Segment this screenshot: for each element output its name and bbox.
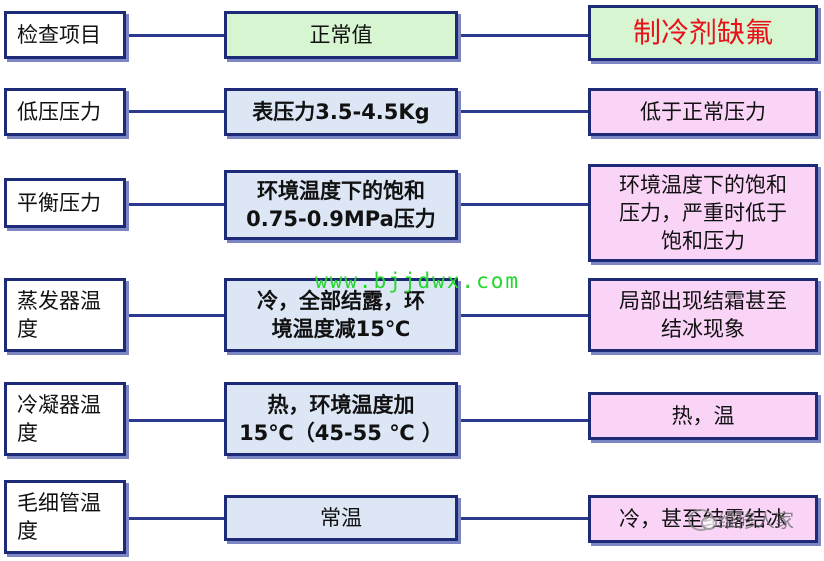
row3-fault-label: 局部出现结霜甚至 结冰现象 (619, 289, 787, 341)
connector-row1-left (126, 110, 224, 113)
row3-normal-label: 冷，全部结露，环 境温度减15℃ (257, 289, 425, 341)
header-normal-label: 正常值 (309, 23, 373, 47)
row1-item-label: 低压压力 (17, 100, 101, 124)
row4-item-box: 冷凝器温 度 (4, 382, 126, 456)
row2-normal-box: 环境温度下的饱和 0.75-0.9MPa压力 (224, 170, 458, 240)
connector-header-right (458, 34, 588, 37)
website-watermark: www.bjjdwx.com (315, 269, 521, 293)
row5-item-label: 毛细管温 度 (17, 491, 101, 543)
row4-normal-box: 热，环境温度加 15℃（45-55 ℃ ） (224, 382, 458, 456)
connector-row4-right (458, 419, 588, 422)
row5-normal-label: 常温 (320, 506, 362, 530)
connector-row3-left (126, 314, 224, 317)
connector-row5-right (458, 517, 588, 520)
row5-normal-box: 常温 (224, 495, 458, 541)
chat-icon (688, 508, 717, 531)
row1-normal-box: 表压力3.5-4.5Kg (224, 88, 458, 136)
connector-header-left (126, 34, 224, 37)
connector-row5-left (126, 517, 224, 520)
row4-normal-label: 热，环境温度加 15℃（45-55 ℃ ） (239, 393, 443, 445)
row3-item-box: 蒸发器温 度 (4, 278, 126, 352)
row4-fault-label: 热，温 (671, 404, 735, 428)
row4-item-label: 冷凝器温 度 (17, 393, 101, 445)
row2-normal-label: 环境温度下的饱和 0.75-0.9MPa压力 (246, 179, 436, 231)
header-fault-box: 制冷剂缺氟 (588, 5, 818, 61)
brand-watermark: 维修人家 (688, 506, 794, 533)
row1-normal-label: 表压力3.5-4.5Kg (252, 100, 430, 124)
row5-item-box: 毛细管温 度 (4, 480, 126, 554)
header-fault-label: 制冷剂缺氟 (632, 16, 773, 49)
connector-row4-left (126, 419, 224, 422)
row1-item-box: 低压压力 (4, 88, 126, 136)
row1-fault-box: 低于正常压力 (588, 88, 818, 136)
row3-item-label: 蒸发器温 度 (17, 289, 101, 341)
row3-fault-box: 局部出现结霜甚至 结冰现象 (588, 278, 818, 352)
header-normal-box: 正常值 (224, 11, 458, 59)
row2-item-label: 平衡压力 (17, 191, 101, 215)
brand-label: 维修人家 (718, 510, 795, 532)
row2-item-box: 平衡压力 (4, 178, 126, 228)
row3-normal-box: 冷，全部结露，环 境温度减15℃ (224, 278, 458, 352)
header-item-label: 检查项目 (17, 23, 101, 47)
connector-row2-left (126, 203, 224, 206)
row2-fault-label: 环境温度下的饱和 压力，严重时低于 饱和压力 (619, 173, 787, 253)
row4-fault-box: 热，温 (588, 392, 818, 440)
connector-row2-right (458, 203, 588, 206)
header-item-box: 检查项目 (4, 11, 126, 59)
row1-fault-label: 低于正常压力 (640, 100, 766, 124)
row2-fault-box: 环境温度下的饱和 压力，严重时低于 饱和压力 (588, 164, 818, 262)
connector-row1-right (458, 110, 588, 113)
connector-row3-right (458, 314, 588, 317)
